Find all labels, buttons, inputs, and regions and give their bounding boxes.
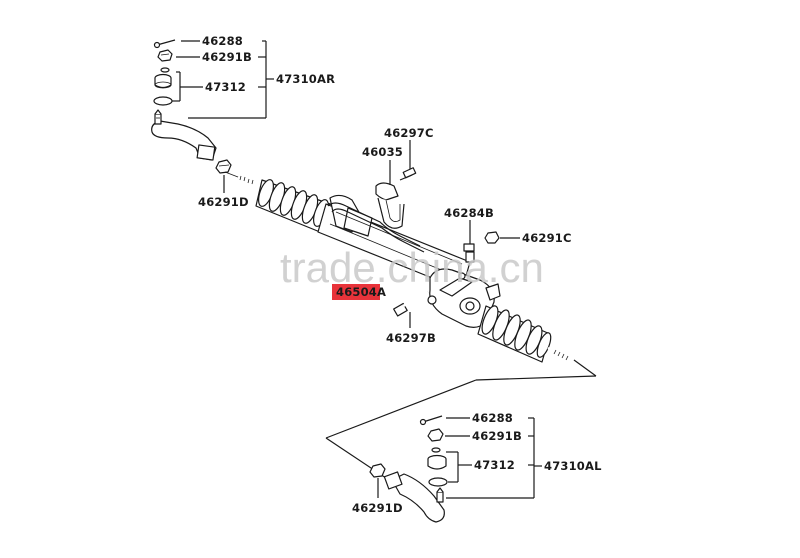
lower-lock-nut-part	[369, 463, 386, 498]
upper-tie-rod-group: 46288 46291B 47312 47310AR 46291D	[151, 34, 335, 209]
callout-lower-boot-kit: 47312	[474, 458, 515, 472]
callout-upper-assembly: 47310AR	[276, 72, 335, 86]
callout-upper-cotter-pin: 46288	[202, 34, 243, 48]
callout-upper-boot-kit: 47312	[205, 80, 246, 94]
upper-o-ring-part	[153, 96, 173, 106]
upper-nut-part	[157, 49, 173, 62]
callout-clamp-bolt: 46297C	[384, 126, 434, 140]
fluid-lines	[327, 202, 425, 253]
lower-washer-part	[431, 447, 441, 453]
watermark-text: trade.china.cn	[280, 244, 544, 291]
lower-o-ring-part	[428, 477, 448, 487]
upper-tie-rod-end-part	[151, 109, 217, 161]
lower-cotter-pin-part	[419, 415, 443, 426]
gear-assembly-highlight: 46504A	[332, 284, 386, 300]
upper-cotter-pin-part	[153, 39, 176, 49]
callout-lower-lock-nut: 46291D	[352, 501, 403, 515]
callout-lower-assembly: 47310AL	[544, 459, 602, 473]
steering-rack-assembly	[237, 175, 575, 363]
upper-boot-part	[154, 73, 172, 89]
callout-gear-bolt: 46297B	[386, 331, 436, 345]
callout-lower-cotter-pin: 46288	[472, 411, 513, 425]
callout-lower-nut: 46291B	[472, 429, 522, 443]
rack-housing	[317, 194, 471, 291]
callout-gear-assembly: 46504A	[336, 285, 386, 299]
right-bellows-boot	[477, 305, 552, 363]
callout-mount-bracket: 46035	[362, 145, 403, 159]
lower-tie-rod-end-part	[383, 471, 445, 523]
left-bellows-boot	[255, 179, 331, 233]
callout-upper-lock-nut: 46291D	[198, 195, 249, 209]
right-mount-group	[463, 225, 520, 263]
lower-tie-rod-group: 46288 46291B 47312 47310AL 46291D	[352, 411, 602, 523]
callout-right-bushing: 46284B	[444, 206, 494, 220]
left-inner-rod	[237, 175, 263, 188]
right-inner-rod	[547, 346, 575, 362]
upper-lock-nut-part	[215, 159, 232, 174]
lower-boot-part	[427, 454, 447, 470]
mount-bracket-group	[375, 150, 417, 229]
pinion-valve-body	[427, 268, 501, 328]
gear-bolt-group	[393, 290, 429, 328]
lower-nut-part	[427, 428, 444, 442]
callout-right-nut: 46291C	[522, 231, 572, 245]
callout-upper-nut: 46291B	[202, 50, 252, 64]
upper-washer-part	[160, 67, 170, 73]
